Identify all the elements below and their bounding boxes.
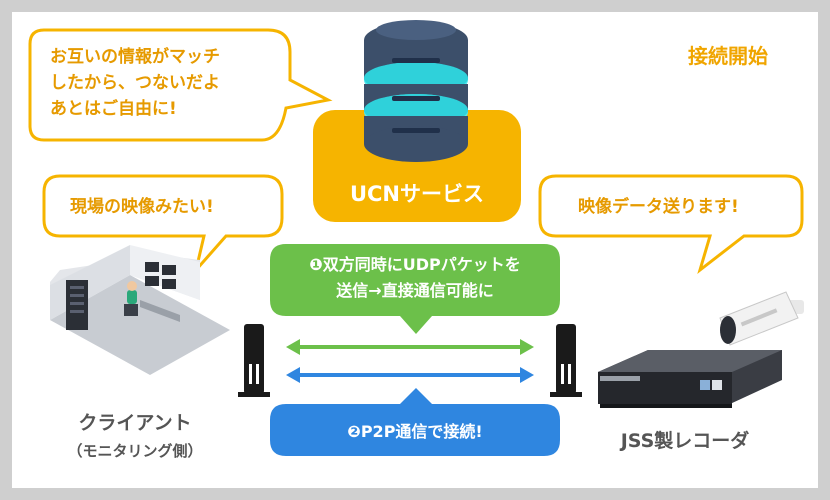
- security-camera-icon: [719, 291, 804, 346]
- recorder-speech-bubble: [538, 174, 804, 275]
- server-icon: [364, 20, 468, 162]
- ucn-bubble-line-1: お互いの情報がマッチ: [50, 47, 220, 67]
- client-speech-bubble: [42, 174, 284, 271]
- blue-double-arrow: [286, 367, 534, 383]
- step2-text: ❷P2P通信で接続!: [270, 418, 560, 442]
- client-bubble-text: 現場の映像みたい!: [70, 197, 214, 217]
- ucn-bubble-line-2: したから、つないだよ: [50, 73, 220, 93]
- page-title: 接続開始: [688, 44, 768, 68]
- ucn-service-label: UCNサービス: [349, 182, 485, 206]
- step1-line-1: 双方同時にUDPパケットを: [322, 255, 521, 274]
- ucn-bubble-text: お互いの情報がマッチ したから、つないだよ あとはご自由に!: [50, 44, 220, 122]
- step1-number: ❶: [309, 255, 323, 274]
- client-label: クライアント: [78, 412, 192, 434]
- step1-text: ❶双方同時にUDPパケットを 送信→直接通信可能に: [270, 252, 560, 304]
- recorder-bubble-text: 映像データ送ります!: [578, 197, 739, 217]
- step2-label: P2P通信で接続!: [360, 422, 483, 441]
- monitoring-room-illustration: [50, 245, 230, 375]
- recorder-label: JSS製レコーダ: [620, 430, 750, 452]
- ucn-bubble-line-3: あとはご自由に!: [50, 99, 177, 119]
- step2-number: ❷: [347, 422, 361, 441]
- dvr-recorder-illustration: [598, 350, 782, 408]
- step1-box: [270, 244, 560, 334]
- step1-line-2: 送信→直接通信可能に: [336, 281, 494, 300]
- client-sublabel: （モニタリング側）: [67, 442, 203, 460]
- step2-box: [270, 388, 560, 456]
- router-right-icon: [550, 324, 582, 397]
- ucn-speech-bubble: [28, 28, 333, 142]
- green-double-arrow: [286, 339, 534, 355]
- router-left-icon: [238, 324, 270, 397]
